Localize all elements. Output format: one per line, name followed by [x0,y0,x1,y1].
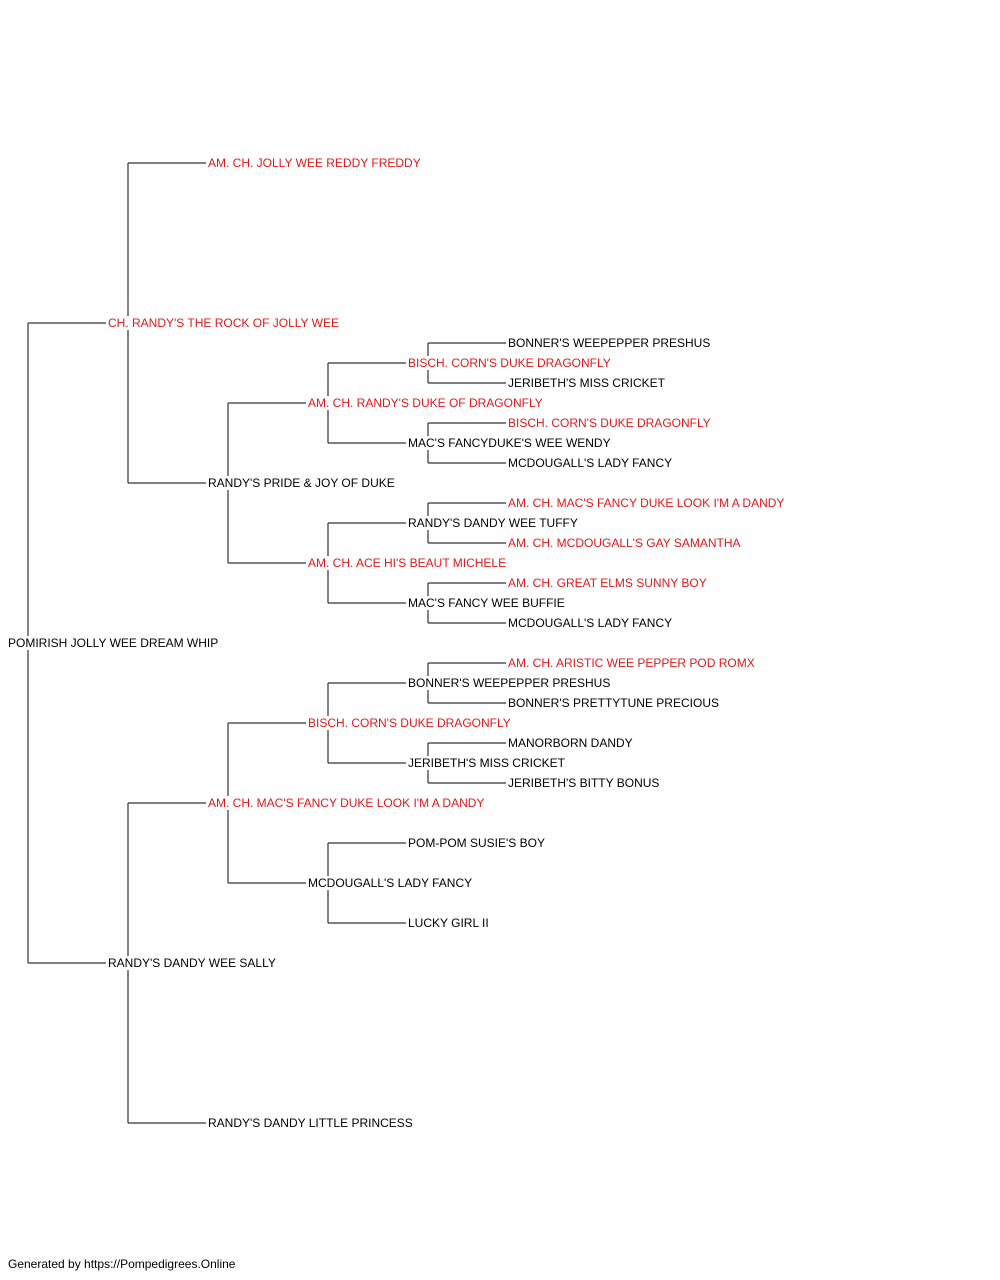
pedigree-entry: AM. CH. MAC'S FANCY DUKE LOOK I'M A DAND… [208,796,485,810]
pedigree-entry: AM. CH. RANDY'S DUKE OF DRAGONFLY [308,396,543,410]
pedigree-entry: MAC'S FANCY WEE BUFFIE [408,596,565,610]
generated-by-footer: Generated by https://Pompedigrees.Online [8,1257,236,1271]
pedigree-entry: BISCH. CORN'S DUKE DRAGONFLY [508,416,711,430]
pedigree-entry: AM. CH. ACE HI'S BEAUT MICHELE [308,556,507,570]
pedigree-entry: MANORBORN DANDY [508,736,633,750]
pedigree-entry: MCDOUGALL'S LADY FANCY [308,876,473,890]
pedigree-entry: JERIBETH'S MISS CRICKET [508,376,665,390]
pedigree-entry: JERIBETH'S MISS CRICKET [408,756,565,770]
pedigree-entry: RANDY'S PRIDE & JOY OF DUKE [208,476,395,490]
pedigree-entry: POM-POM SUSIE'S BOY [408,836,545,850]
pedigree-entry: BONNER'S WEEPEPPER PRESHUS [508,336,711,350]
pedigree-entry: POMIRISH JOLLY WEE DREAM WHIP [8,636,219,650]
pedigree-entry: AM. CH. JOLLY WEE REDDY FREDDY [208,156,421,170]
pedigree-entry: BISCH. CORN'S DUKE DRAGONFLY [408,356,611,370]
pedigree-entry: RANDY'S DANDY WEE TUFFY [408,516,578,530]
pedigree-entry: BONNER'S PRETTYTUNE PRECIOUS [508,696,719,710]
pedigree-entry: MAC'S FANCYDUKE'S WEE WENDY [408,436,611,450]
pedigree-entry: AM. CH. GREAT ELMS SUNNY BOY [508,576,707,590]
pedigree-entry: RANDY'S DANDY WEE SALLY [108,956,276,970]
pedigree-entry: BISCH. CORN'S DUKE DRAGONFLY [308,716,511,730]
pedigree-entry: MCDOUGALL'S LADY FANCY [508,456,673,470]
pedigree-entry: RANDY'S DANDY LITTLE PRINCESS [208,1116,413,1130]
pedigree-entry: MCDOUGALL'S LADY FANCY [508,616,673,630]
pedigree-entry: LUCKY GIRL II [408,916,489,930]
pedigree-entry: JERIBETH'S BITTY BONUS [508,776,660,790]
pedigree-entry: AM. CH. ARISTIC WEE PEPPER POD ROMX [508,656,755,670]
pedigree-entry: AM. CH. MAC'S FANCY DUKE LOOK I'M A DAND… [508,496,785,510]
pedigree-entry: CH. RANDY'S THE ROCK OF JOLLY WEE [108,316,339,330]
pedigree-entry: AM. CH. MCDOUGALL'S GAY SAMANTHA [508,536,741,550]
pedigree-entry: BONNER'S WEEPEPPER PRESHUS [408,676,611,690]
